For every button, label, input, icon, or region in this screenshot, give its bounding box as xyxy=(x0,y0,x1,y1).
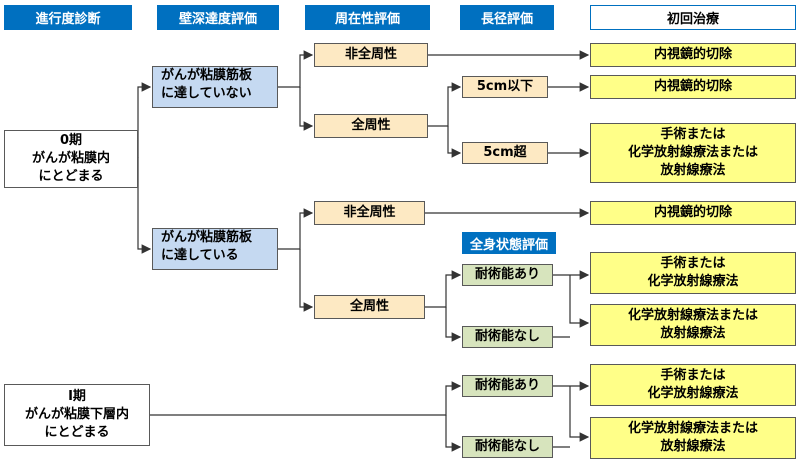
stage1-line2: がんが粘膜下層内 xyxy=(24,407,129,422)
treatment-3-box: 手術または 化学放射線療法または 放射線療法 xyxy=(590,123,796,183)
treatment-8-line1: 化学放射線療法または xyxy=(627,421,758,436)
stage1-line3: にとどまる xyxy=(44,425,110,440)
circum-b-full-box: 全周性 xyxy=(314,295,425,319)
treatment-3-line1: 手術または xyxy=(660,127,726,142)
depth-reached-box: がんが粘膜筋板 に達している xyxy=(152,228,278,270)
stage0-line2: がんが粘膜内 xyxy=(31,151,110,166)
depth-not-reached-line2: に達していない xyxy=(161,86,252,101)
depth-reached-line2: に達している xyxy=(161,248,239,263)
diameter-large-box: 5cm超 xyxy=(462,142,548,164)
stage0-box: 0期 がんが粘膜内 にとどまる xyxy=(4,130,138,188)
header-initial-treatment: 初回治療 xyxy=(590,5,796,30)
header-depth: 壁深達度評価 xyxy=(157,5,279,30)
stage1-box: Ⅰ期 がんが粘膜下層内 にとどまる xyxy=(4,384,150,446)
general-status-label: 全身状態評価 xyxy=(462,232,556,254)
stage0-line1: 0期 xyxy=(59,133,83,148)
treatment-8-box: 化学放射線療法または 放射線療法 xyxy=(590,417,796,459)
treatment-7-box: 手術または 化学放射線療法 xyxy=(590,364,796,406)
treatment-5-line2: 化学放射線療法 xyxy=(647,274,739,289)
circum-b-partial-box: 非全周性 xyxy=(314,201,425,225)
treatment-5-box: 手術または 化学放射線療法 xyxy=(590,252,796,294)
tolerance-b-no-box: 耐術能なし xyxy=(462,326,553,348)
treatment-5-line1: 手術または xyxy=(660,256,726,271)
header-circumference: 周在性評価 xyxy=(305,5,430,30)
tolerance-b-yes-box: 耐術能あり xyxy=(462,264,553,286)
depth-not-reached-line1: がんが粘膜筋板 xyxy=(161,68,253,83)
treatment-2-box: 内視鏡的切除 xyxy=(590,75,796,99)
stage1-line1: Ⅰ期 xyxy=(68,389,86,404)
circum-a-full-box: 全周性 xyxy=(314,114,428,138)
treatment-3-line2: 化学放射線療法または xyxy=(627,145,758,160)
circum-a-partial-box: 非全周性 xyxy=(314,43,428,67)
stage0-line3: にとどまる xyxy=(38,169,104,184)
treatment-6-line2: 放射線療法 xyxy=(660,326,726,341)
tolerance-c-no-box: 耐術能なし xyxy=(462,436,553,458)
treatment-6-box: 化学放射線療法または 放射線療法 xyxy=(590,304,796,346)
diameter-small-box: 5cm以下 xyxy=(462,76,548,98)
treatment-8-line2: 放射線療法 xyxy=(660,439,726,454)
depth-reached-line1: がんが粘膜筋板 xyxy=(161,230,253,245)
treatment-3-line3: 放射線療法 xyxy=(660,163,726,178)
header-diameter: 長径評価 xyxy=(460,5,554,30)
header-stage: 進行度診断 xyxy=(4,5,132,30)
treatment-4-box: 内視鏡的切除 xyxy=(590,201,796,225)
treatment-7-line1: 手術または xyxy=(660,368,726,383)
treatment-7-line2: 化学放射線療法 xyxy=(647,386,739,401)
depth-not-reached-box: がんが粘膜筋板 に達していない xyxy=(152,66,278,108)
tolerance-c-yes-box: 耐術能あり xyxy=(462,375,553,397)
treatment-1-box: 内視鏡的切除 xyxy=(590,43,796,67)
treatment-6-line1: 化学放射線療法または xyxy=(627,308,758,323)
